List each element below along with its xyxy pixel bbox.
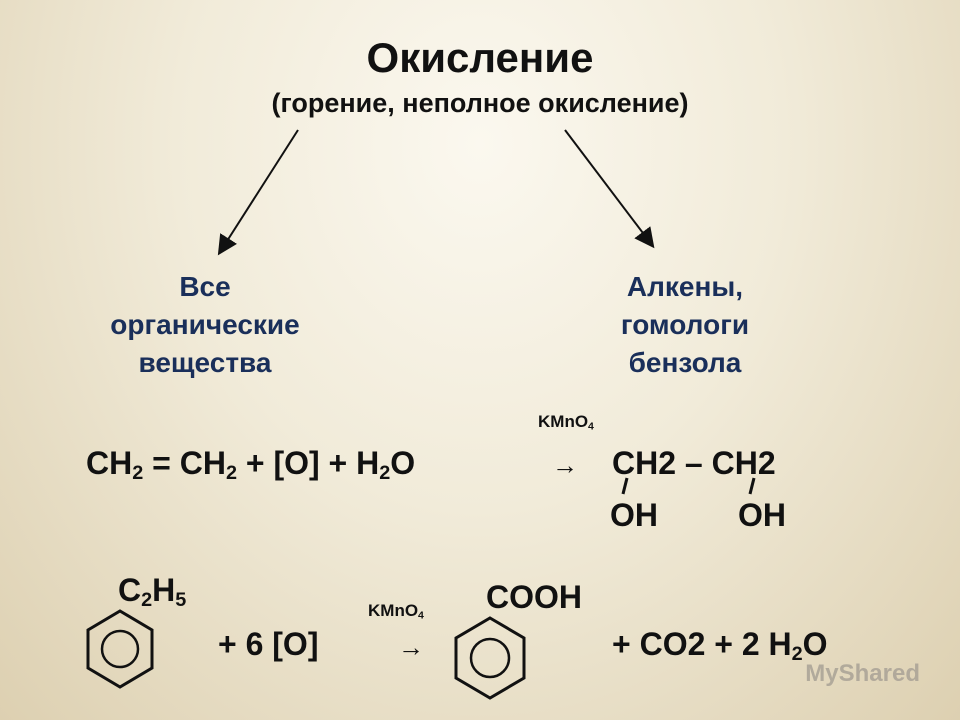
- reaction2-substituent: C2H5: [118, 572, 187, 611]
- arrow-right: [564, 129, 655, 249]
- branch-left-line-1: Все: [179, 271, 231, 302]
- page-title: Окисление: [366, 34, 594, 81]
- reaction1-oh-left: OH: [610, 497, 658, 533]
- page-subtitle: (горение, неполное окисление): [271, 88, 689, 118]
- watermark-logo: MyShared: [805, 660, 920, 687]
- reaction2-byproducts: + CO2 + 2 H2O: [612, 626, 828, 665]
- arrow-left: [217, 129, 299, 256]
- branch-right-line-1: Алкены,: [626, 271, 744, 302]
- branch-left: Все органические вещества: [70, 268, 340, 382]
- benzene-ring-ethylbenzene: [86, 609, 154, 689]
- branch-right-line-2: гомологи: [620, 309, 750, 340]
- reaction1-oh-right: OH: [738, 497, 786, 533]
- reaction2-arrow: →: [398, 632, 424, 662]
- reaction1-arrow: →: [552, 450, 578, 480]
- bond-oh-right: [748, 477, 756, 495]
- reaction2-catalyst: KMnO4: [368, 601, 424, 622]
- reaction2-reagent: + 6 [O]: [218, 626, 319, 662]
- benzene-ring-benzoic-acid: [454, 616, 526, 700]
- branch-right: Алкены, гомологи бензола: [565, 268, 805, 382]
- reaction2-product-group: COOH: [486, 579, 582, 615]
- branch-right-line-3: бензола: [628, 347, 742, 378]
- reaction1-product: CH2 – CH2: [612, 445, 776, 481]
- reaction1-catalyst: KMnO4: [538, 412, 594, 433]
- branch-left-line-3: вещества: [138, 347, 272, 378]
- branch-left-line-2: органические: [110, 309, 300, 340]
- reaction1-reactants: CH2 = CH2 + [O] + H2O: [86, 445, 416, 484]
- bond-oh-left: [621, 477, 629, 495]
